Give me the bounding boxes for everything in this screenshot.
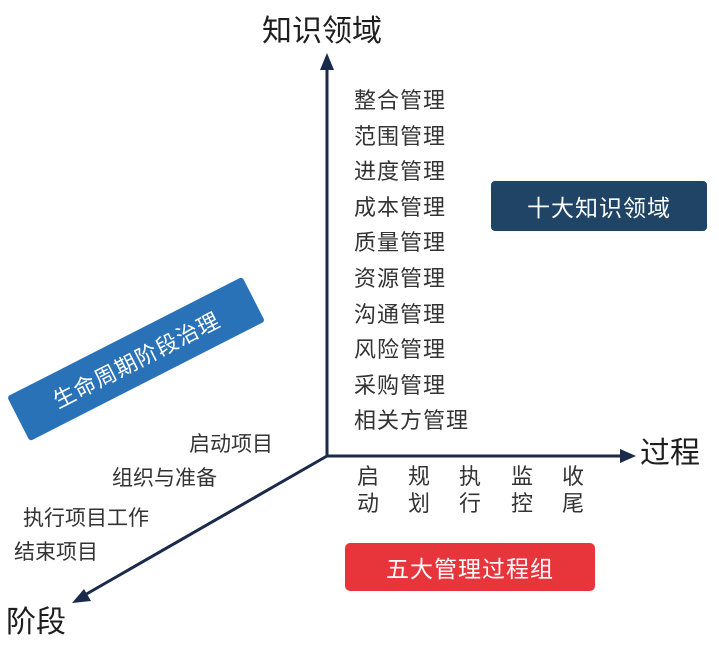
stage-start-project: 启动项目 [189,432,273,456]
stage-organize-prepare: 组织与准备 [112,466,217,490]
diagonal-axis-label: 阶段 [6,605,66,640]
knowledge-area-item: 风险管理 [354,338,447,364]
knowledge-area-item: 资源管理 [354,266,447,292]
vertical-axis-label: 知识领域 [262,14,382,49]
process-group-planning: 规 划 [404,464,434,518]
process-group-char: 执 [458,465,481,490]
process-group-initiating: 启 动 [353,464,383,518]
knowledge-area-item: 整合管理 [354,89,447,114]
process-group-monitoring: 监 控 [507,464,537,518]
knowledge-area-item: 进度管理 [354,160,447,186]
knowledge-area-item: 质量管理 [354,231,447,257]
horizontal-axis-label: 过程 [640,436,700,471]
process-group-executing: 执 行 [455,464,485,518]
process-group-char: 规 [407,465,430,490]
knowledge-area-item: 范围管理 [354,124,447,150]
knowledge-area-list: 整合管理 范围管理 进度管理 成本管理 质量管理 资源管理 沟通管理 风险管理 … [354,84,469,440]
knowledge-areas-badge: 十大知识领域 [491,181,707,231]
knowledge-area-item: 采购管理 [354,373,447,399]
process-group-char: 尾 [561,492,584,517]
process-group-char: 监 [510,465,533,490]
process-groups-badge: 五大管理过程组 [345,543,595,591]
stage-execute-work: 执行项目工作 [23,506,149,530]
process-group-char: 动 [356,492,379,517]
process-group-char: 收 [561,465,584,490]
diagonal-axis [82,454,328,598]
process-group-char: 启 [356,465,379,490]
knowledge-area-item: 成本管理 [354,195,447,221]
diagonal-axis-arrowhead [72,589,91,603]
knowledge-area-item: 沟通管理 [354,302,447,328]
process-group-char: 划 [407,492,430,517]
stage-close-project: 结束项目 [14,540,98,564]
process-group-char: 行 [458,492,481,517]
process-group-closing: 收 尾 [558,464,588,518]
vertical-axis-arrowhead [320,53,334,70]
knowledge-area-item: 相关方管理 [354,409,470,435]
process-group-char: 控 [510,492,533,517]
horizontal-axis-arrowhead [620,449,636,463]
